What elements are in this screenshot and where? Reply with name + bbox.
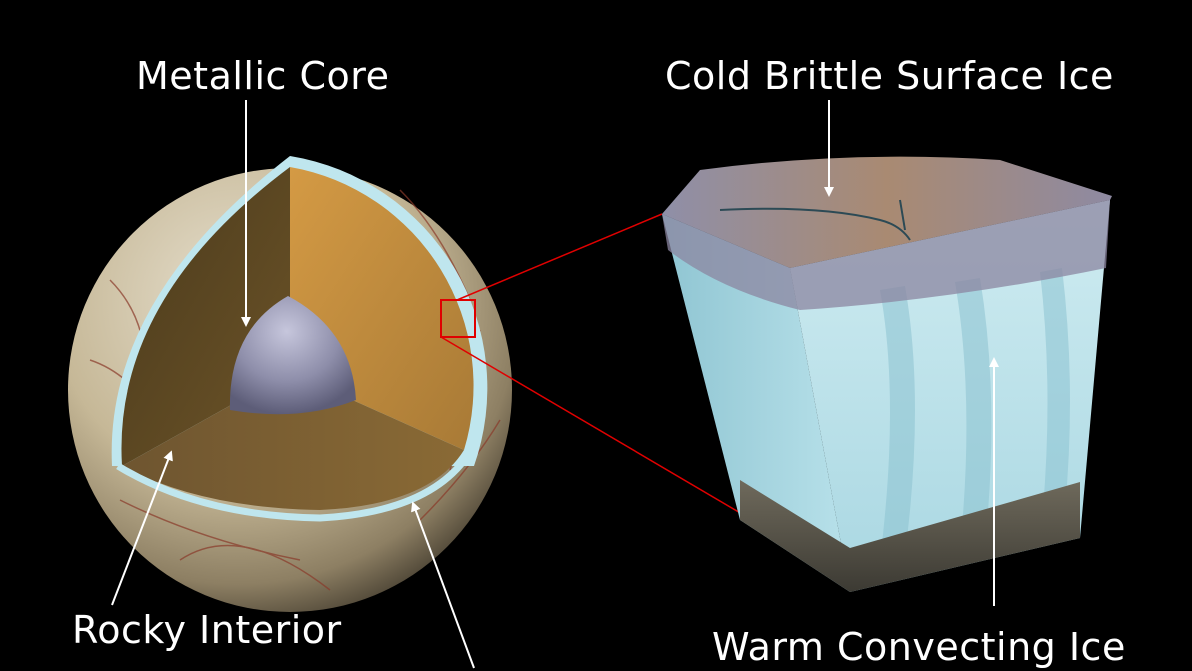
rocky-interior-label: Rocky Interior — [72, 608, 342, 652]
europa-cutaway-sphere — [68, 156, 512, 612]
ice-shell-block — [662, 156, 1112, 592]
metallic-core — [229, 296, 356, 415]
ice-shell-arrow — [411, 501, 475, 669]
warm-convecting-ice-label: Warm Convecting Ice — [712, 625, 1126, 669]
zoom-line-top — [456, 213, 663, 301]
rocky-interior-arrow — [111, 450, 173, 606]
convection-plumes — [880, 268, 1070, 560]
floor-rocky-interior — [122, 372, 464, 510]
zoom-line-bottom — [440, 336, 743, 515]
cold-brittle-surface-ice-label: Cold Brittle Surface Ice — [665, 54, 1114, 98]
block-left-face — [662, 214, 850, 592]
ice-shell-lower-rim — [116, 450, 473, 522]
metallic-core-label: Metallic Core — [136, 54, 390, 98]
surface-cracks — [719, 199, 911, 241]
label-arrows — [111, 100, 999, 669]
block-top-surface — [662, 156, 1112, 268]
cold-brittle-surface-layer — [662, 200, 1110, 310]
zoom-connector-lines — [440, 213, 743, 515]
